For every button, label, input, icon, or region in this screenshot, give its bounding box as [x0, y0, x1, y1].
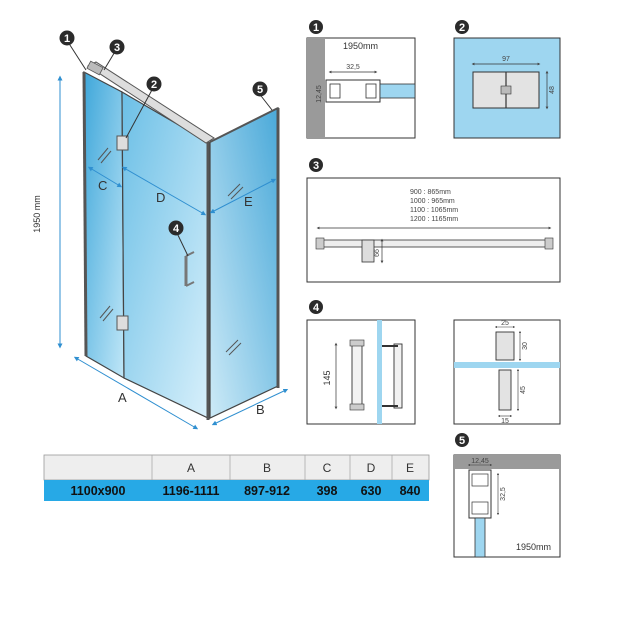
table-cell-size: 1100x900 — [71, 484, 126, 498]
table-cell-a: 1196-1111 — [162, 484, 219, 498]
door-glass-panel — [121, 90, 209, 419]
svg-text:900 : 865mm: 900 : 865mm — [410, 189, 451, 196]
dim-letter-d: D — [156, 190, 165, 205]
dim-letter-b: B — [256, 402, 265, 417]
table-header-d: D — [367, 461, 376, 475]
svg-text:1950mm: 1950mm — [343, 41, 378, 51]
dimension-lines — [57, 75, 289, 430]
svg-text:2: 2 — [459, 22, 465, 34]
svg-text:45: 45 — [520, 386, 527, 394]
callout-badge-1: 1 — [59, 30, 75, 46]
height-label: 1950 mm — [32, 195, 42, 233]
dim-letter-e: E — [244, 194, 253, 209]
hinge-top — [116, 135, 129, 151]
detail-5: 5 12,45 32,5 1950mm — [453, 433, 561, 558]
detail-2: 2 97 48 — [453, 20, 561, 139]
dim-letter-c: C — [98, 178, 107, 193]
hinge-bottom — [116, 315, 129, 331]
detail-1: 1 32,5 12,45 1950mm — [306, 20, 416, 139]
svg-text:4: 4 — [313, 302, 320, 314]
svg-text:145: 145 — [322, 370, 332, 385]
svg-text:1: 1 — [313, 22, 319, 34]
svg-text:4: 4 — [173, 223, 180, 235]
svg-text:3: 3 — [114, 42, 120, 54]
svg-text:25: 25 — [501, 320, 509, 327]
table-cell-c: 398 — [317, 484, 338, 498]
table-cell-b: 897-912 — [244, 484, 290, 498]
table-cell-d: 630 — [361, 484, 382, 498]
svg-text:48: 48 — [549, 86, 556, 94]
table-header-c: C — [323, 461, 332, 475]
callout-badge-4: 4 — [168, 220, 184, 236]
svg-text:2: 2 — [151, 79, 157, 91]
svg-text:1200 : 1165mm: 1200 : 1165mm — [410, 216, 458, 223]
table-header-e: E — [406, 461, 414, 475]
svg-text:97: 97 — [502, 56, 510, 63]
side-glass-panel — [209, 107, 279, 419]
svg-text:12,45: 12,45 — [471, 458, 489, 465]
svg-text:1: 1 — [64, 33, 70, 45]
svg-text:15: 15 — [501, 418, 509, 425]
fixed-glass-panel — [83, 71, 125, 380]
table-header-a: A — [187, 461, 195, 475]
callout-badge-2: 2 — [146, 76, 162, 92]
detail-3: 3 900 : 865mm 1000 : 965mm 1100 : 1065mm… — [306, 158, 561, 283]
dim-letter-a: A — [118, 390, 127, 405]
svg-text:66: 66 — [374, 249, 381, 257]
svg-text:32,5: 32,5 — [346, 64, 360, 71]
svg-text:5: 5 — [459, 435, 465, 447]
main-shower-view: 1950 mm A B C D E 1 3 2 4 — [32, 30, 289, 430]
svg-text:12,45: 12,45 — [316, 85, 323, 103]
svg-text:1100 : 1065mm: 1100 : 1065mm — [410, 207, 458, 214]
detail-4b: 25 30 45 15 — [453, 319, 561, 425]
table-cell-e: 840 — [400, 484, 421, 498]
callout-badge-3: 3 — [109, 39, 125, 55]
detail-4: 4 145 — [306, 300, 416, 425]
dimensions-table: A B C D E 1100x900 1196-1111 897-912 398… — [43, 454, 430, 501]
table-header-b: B — [263, 461, 271, 475]
svg-text:1000 : 965mm: 1000 : 965mm — [410, 198, 455, 205]
svg-text:30: 30 — [522, 342, 529, 350]
svg-text:32,5: 32,5 — [500, 487, 507, 501]
callout-badge-5: 5 — [252, 81, 268, 97]
svg-text:5: 5 — [257, 84, 263, 96]
svg-text:1950mm: 1950mm — [516, 542, 551, 552]
svg-text:3: 3 — [313, 160, 319, 172]
